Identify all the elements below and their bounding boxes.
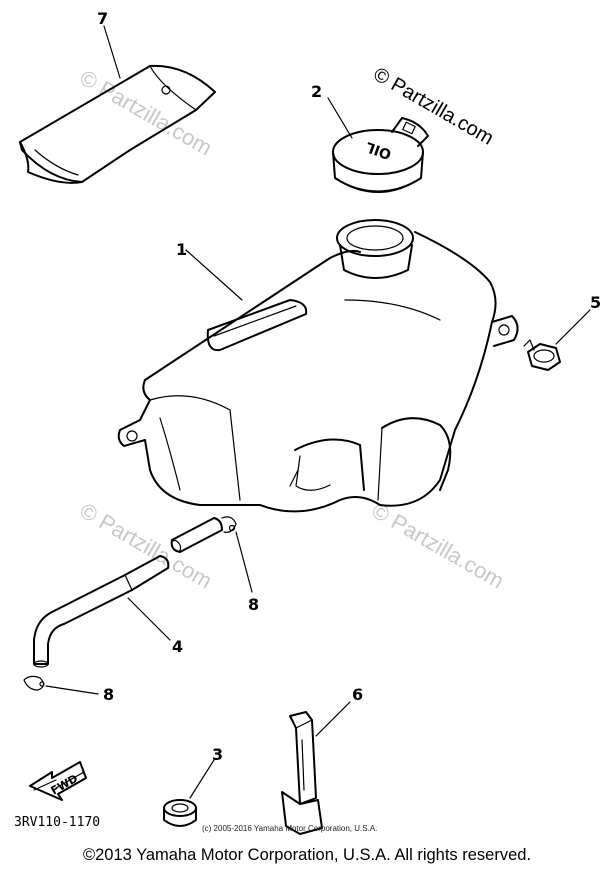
watermark-faint-2: © Partzilla.com — [76, 498, 217, 594]
strap-part — [281, 711, 323, 835]
copyright-footer: ©2013 Yamaha Motor Corporation, U.S.A. A… — [82, 846, 532, 864]
watermark-faint-3: © Partzilla.com — [368, 498, 509, 594]
leader-cap — [327, 97, 353, 139]
callout-clip-upper: 8 — [248, 595, 259, 614]
oil-cap-part: OIL — [332, 117, 429, 193]
leader-cover — [103, 25, 121, 79]
callout-bolt: 5 — [590, 293, 601, 312]
callout-clip-lower: 8 — [103, 685, 114, 704]
oil-tank-part — [117, 219, 519, 513]
callout-hose: 4 — [172, 637, 183, 656]
grommet-part — [163, 799, 197, 827]
small-copyright: (c) 2005-2016 Yamaha Motor Corporation, … — [202, 824, 377, 833]
fwd-label: FWD — [49, 772, 80, 798]
watermark-faint-1: © Partzilla.com — [76, 65, 217, 161]
cover-pouch-part — [19, 64, 216, 184]
leader-tank — [185, 249, 243, 301]
leader-clip-lower — [45, 685, 99, 695]
callout-tank: 1 — [176, 240, 187, 259]
cap-oil-text: OIL — [364, 138, 394, 162]
callout-cover: 7 — [97, 9, 108, 28]
hose-part — [33, 555, 170, 668]
bolt-part — [523, 339, 561, 371]
callout-cap: 2 — [311, 82, 322, 101]
leader-hose — [127, 597, 171, 641]
leader-bolt — [555, 309, 591, 345]
leader-strap — [315, 701, 351, 737]
leader-clip-upper — [235, 531, 253, 593]
diagram-code: 3RV110-1170 — [14, 815, 100, 830]
leader-grommet — [189, 759, 215, 799]
callout-grommet: 3 — [212, 745, 223, 764]
callout-strap: 6 — [352, 685, 363, 704]
connector-pipe-part — [170, 516, 237, 553]
fwd-arrow-icon: FWD — [29, 761, 87, 801]
lower-clip-part — [23, 675, 45, 691]
watermark-main: © Partzilla.com — [370, 63, 498, 149]
